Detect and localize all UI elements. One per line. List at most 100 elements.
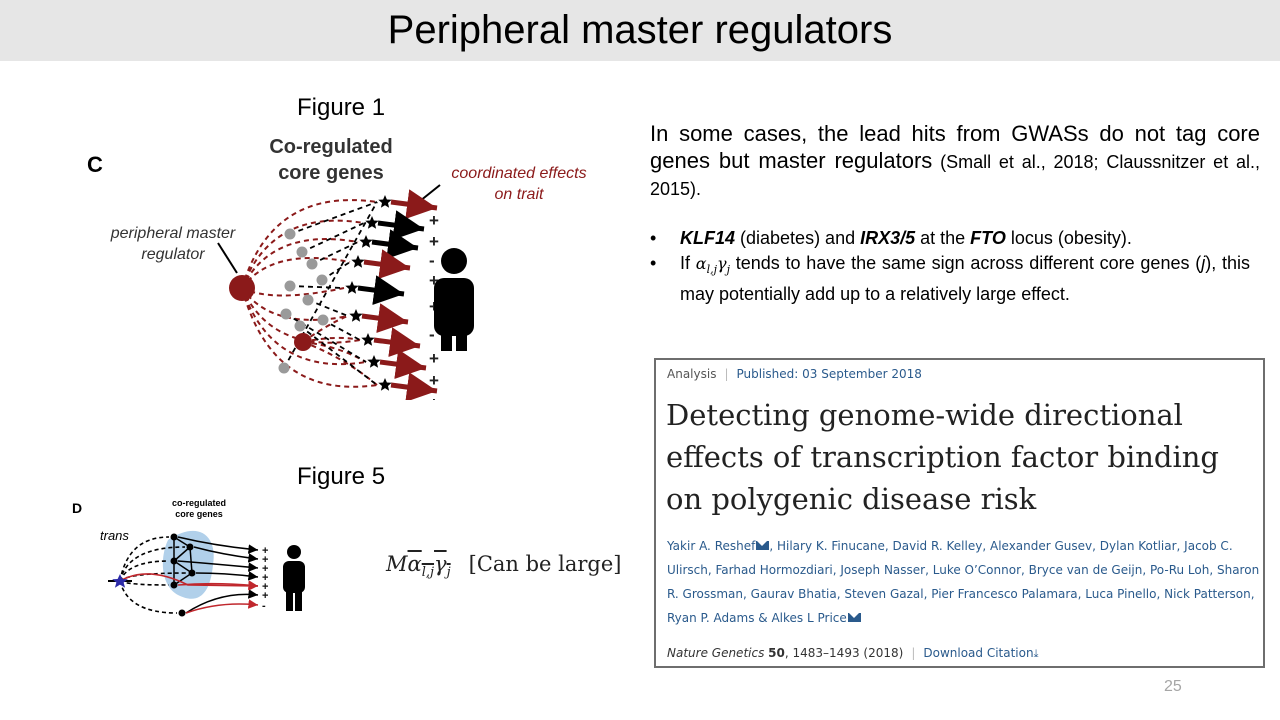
author-list: Yakir A. Reshef, Hilary K. Finucane, Dav… bbox=[667, 539, 1260, 625]
envelope-icon[interactable] bbox=[756, 541, 770, 550]
bullet-text: tends to have the same sign across diffe… bbox=[730, 253, 1202, 273]
trait-sign: + bbox=[429, 271, 439, 290]
trait-sign: + bbox=[262, 563, 268, 575]
bullet-dot: • bbox=[650, 253, 657, 273]
trait-sign: + bbox=[429, 371, 439, 390]
formula-note: [Can be large] bbox=[468, 552, 622, 576]
core-gene-star bbox=[378, 378, 392, 391]
gene-edge bbox=[322, 319, 361, 341]
author-link[interactable]: Alexander Gusev bbox=[989, 539, 1093, 553]
trans-effect-arrow bbox=[119, 573, 259, 591]
network-edge bbox=[173, 560, 193, 574]
core-gene-node bbox=[170, 557, 178, 565]
core-gene-node bbox=[178, 609, 186, 617]
person-icon bbox=[434, 248, 474, 351]
meta-divider: | bbox=[724, 367, 729, 381]
figure5-signs: ++++++- bbox=[262, 545, 268, 612]
star-icon bbox=[112, 574, 128, 588]
trait-sign: + bbox=[429, 211, 439, 230]
trait-sign: + bbox=[262, 545, 268, 557]
bullet-item-sign: • If αl,jγj tends to have the same sign … bbox=[650, 251, 1250, 307]
author-link[interactable]: Sharon R. Grossman bbox=[667, 563, 1260, 601]
effect-arrow bbox=[371, 229, 419, 259]
download-citation-link[interactable]: Download Citation⤓ bbox=[923, 646, 1038, 660]
person-icon-small bbox=[283, 545, 305, 611]
gray-gene-node bbox=[280, 308, 292, 320]
paper-title[interactable]: Detecting genome-wide directional effect… bbox=[666, 398, 1219, 516]
trait-sign: + bbox=[262, 554, 268, 566]
author-link[interactable]: Bryce van de Geijn bbox=[1028, 563, 1143, 577]
figure1-effects-label-line1: coordinated effects bbox=[451, 165, 586, 182]
gene-edge bbox=[285, 313, 367, 363]
author-link[interactable]: Nick Patterson bbox=[1164, 587, 1251, 601]
gene-edge bbox=[299, 325, 378, 386]
core-gene-star bbox=[365, 216, 379, 229]
figure1-regulator-label-line2: regulator bbox=[141, 246, 205, 263]
effect-arrow bbox=[377, 210, 425, 240]
network-edge bbox=[189, 546, 193, 574]
author-link[interactable]: Yakir A. Reshef bbox=[667, 539, 756, 553]
effect-arrow bbox=[357, 275, 405, 305]
master-regulator-node bbox=[229, 275, 255, 301]
figure1-effects-pointer bbox=[419, 184, 441, 202]
author-link[interactable]: Jacob C. Ulirsch bbox=[667, 539, 1233, 577]
author-link[interactable]: Po-Ru Loh bbox=[1150, 563, 1210, 577]
regulator-edge bbox=[241, 287, 361, 344]
gene-edge bbox=[307, 299, 349, 317]
author-link[interactable]: Luke O’Connor bbox=[932, 563, 1021, 577]
figure5-network bbox=[119, 533, 259, 617]
regulator-edge bbox=[241, 287, 367, 366]
trait-sign: - bbox=[429, 251, 435, 270]
figure1-caption: Figure 1 bbox=[297, 94, 386, 121]
formula-overline-term: αl,jγj bbox=[408, 552, 451, 580]
math-gamma-sub: j bbox=[726, 263, 730, 277]
trait-sign: + bbox=[429, 394, 439, 400]
figure5-heading-line2: core genes bbox=[175, 509, 223, 519]
trait-sign: + bbox=[262, 572, 268, 584]
effect-arrow bbox=[361, 303, 409, 333]
figure1-network bbox=[229, 189, 438, 400]
figure5-diagram: D co-regulated core genes trans ++++++- bbox=[72, 498, 305, 617]
figure5-caption: Figure 5 bbox=[297, 463, 386, 490]
regulator-edge bbox=[302, 336, 361, 343]
page-number: 25 bbox=[1164, 678, 1182, 695]
figure5-heading-line1: co-regulated bbox=[172, 498, 226, 508]
paper-card[interactable]: Analysis|Published: 03 September 2018 De… bbox=[654, 358, 1265, 668]
effect-arrow bbox=[177, 536, 259, 554]
author-link[interactable]: Dylan Kotliar bbox=[1099, 539, 1177, 553]
journal-volume: 50 bbox=[768, 646, 785, 660]
author-link[interactable]: Steven Gazal bbox=[844, 587, 924, 601]
meta-divider: | bbox=[911, 646, 916, 660]
author-link[interactable]: Hilary K. Finucane bbox=[776, 539, 885, 553]
figure5-panel-letter: D bbox=[72, 500, 82, 516]
gray-gene-node bbox=[316, 274, 328, 286]
figure1-diagram: C Co-regulated core genes peripheral mas… bbox=[87, 136, 587, 400]
regulator-edge bbox=[302, 315, 349, 343]
effect-arrow bbox=[379, 349, 427, 379]
core-gene-star bbox=[345, 281, 359, 294]
bullet-list: • KLF14 (diabetes) and IRX3/5 at the FTO… bbox=[650, 226, 1250, 307]
bullet-italic-j: j bbox=[1201, 253, 1206, 273]
author-link[interactable]: Alkes L Price bbox=[771, 611, 847, 625]
author-link[interactable]: Ryan P. Adams bbox=[667, 611, 755, 625]
figure1-heading-line2: core genes bbox=[278, 162, 384, 184]
author-link[interactable]: Gaurav Bhatia bbox=[750, 587, 837, 601]
author-link[interactable]: David R. Kelley bbox=[892, 539, 983, 553]
envelope-icon[interactable] bbox=[847, 613, 861, 622]
author-link[interactable]: Luca Pinello bbox=[1085, 587, 1157, 601]
journal-pages-year: , 1483–1493 (2018) bbox=[784, 646, 904, 660]
author-link[interactable]: Joseph Nasser bbox=[840, 563, 926, 577]
effect-arrow bbox=[373, 327, 421, 357]
intro-main: In some cases, the lead hits from GWASs … bbox=[650, 121, 1260, 173]
author-link[interactable]: Farhad Hormozdiari bbox=[715, 563, 833, 577]
bullet-item-genes: • KLF14 (diabetes) and IRX3/5 at the FTO… bbox=[650, 226, 1250, 251]
formula-alpha-sub: l,j bbox=[421, 565, 435, 581]
effect-arrow bbox=[193, 546, 259, 563]
trait-sign: + bbox=[262, 590, 268, 602]
core-gene-star bbox=[349, 309, 363, 322]
intro-citation: (Small et al., 2018; Claussnitzer et al.… bbox=[650, 151, 1260, 199]
download-arrow-icon: ⤓ bbox=[1033, 647, 1039, 660]
intro-end: . bbox=[696, 178, 702, 199]
article-type: Analysis bbox=[667, 367, 717, 381]
author-link[interactable]: Pier Francesco Palamara bbox=[931, 587, 1078, 601]
